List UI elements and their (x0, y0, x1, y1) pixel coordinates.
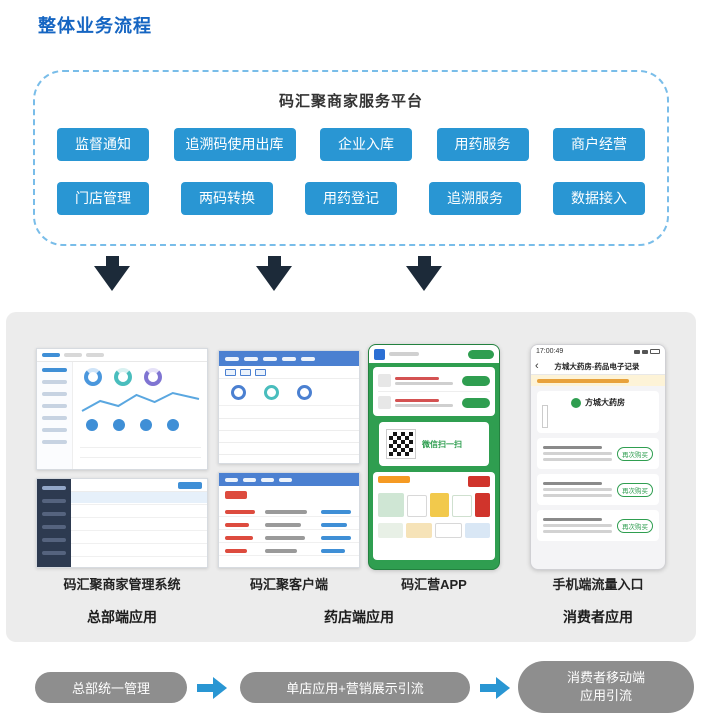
platform-service-box: 码汇聚商家服务平台 监督通知 追溯码使用出库 企业入库 用药服务 商户经营 门店… (33, 70, 669, 246)
notice-banner (531, 375, 665, 386)
flow-step-store-marketing: 单店应用+营销展示引流 (240, 672, 470, 703)
applications-panel: 微信扫一扫 17:00:49 ‹ (6, 312, 696, 642)
group-label-hq: 总部端应用 (87, 609, 157, 625)
thumb-topbar (37, 349, 207, 362)
product-image (378, 374, 391, 387)
screenshot-mahuiying-app: 微信扫一扫 (368, 344, 500, 570)
thumb-icon-row (80, 419, 201, 431)
screenshot-consumer-phone: 17:00:49 ‹ 方城大药房-药品电子记录 方城大药房 再次购买 (530, 344, 666, 570)
record-card: 再次购买 (537, 474, 659, 505)
thumb-dark-sidebar (37, 479, 71, 567)
phone-page-title: 方城大药房-药品电子记录 (554, 361, 640, 371)
thumb-data-table (219, 407, 359, 463)
right-arrow-icon (480, 677, 512, 699)
platform-chip-enterprise-inbound: 企业入库 (320, 128, 412, 161)
wifi-icon (642, 349, 648, 354)
screenshot-client-list (218, 472, 360, 568)
screenshot-admin-table (36, 478, 208, 568)
down-arrow-icon (406, 256, 442, 291)
caption-admin-system: 码汇聚商家管理系统 (63, 577, 181, 592)
platform-chip-supervision-notice: 监督通知 (57, 128, 149, 161)
platform-chip-data-access: 数据接入 (553, 182, 645, 215)
group-label-pharmacy: 药店端应用 (324, 609, 394, 625)
page-title: 整体业务流程 (38, 16, 152, 36)
platform-chip-trace-code-outbound: 追溯码使用出库 (173, 128, 296, 161)
caption-app: 码汇营APP (401, 577, 467, 592)
qr-code-icon (542, 405, 548, 428)
buy-again-button: 再次购买 (617, 518, 653, 533)
voucher-button (462, 375, 490, 386)
flow-step-line1: 消费者移动端 (566, 669, 645, 685)
record-card: 再次购买 (537, 510, 659, 541)
product-row (378, 391, 490, 413)
down-arrow-icon (94, 256, 130, 291)
product-row (378, 370, 490, 391)
store-card: 方城大药房 (537, 391, 659, 433)
signal-icon (634, 349, 640, 354)
flow-step-line2: 应用引流 (579, 688, 632, 703)
thumb-toolbar (71, 479, 207, 492)
platform-chip-medication-service: 用药服务 (436, 128, 529, 161)
flow-step-hq-management: 总部统一管理 (35, 672, 187, 703)
thumb-stats-row (219, 379, 359, 406)
record-card: 再次购买 (537, 438, 659, 469)
qr-caption: 微信扫一扫 (422, 439, 462, 449)
thumb-blue-navbar (219, 351, 359, 366)
app-qr-card: 微信扫一扫 (379, 422, 489, 466)
group-label-consumer: 消费者应用 (563, 609, 633, 625)
platform-chip-merchant-operation: 商户经营 (553, 128, 645, 161)
store-logo-icon (571, 397, 581, 408)
app-product-list (373, 367, 495, 416)
qr-code-icon (386, 429, 416, 459)
status-icons (634, 349, 660, 354)
caption-client: 码汇聚客户端 (249, 577, 328, 592)
thumb-red-button (225, 491, 247, 499)
platform-chip-store-management: 门店管理 (57, 182, 149, 215)
back-icon: ‹ (535, 359, 539, 372)
battery-icon (650, 349, 660, 354)
product-image (378, 396, 391, 409)
platform-row-1: 监督通知 追溯码使用出库 企业入库 用药服务 商户经营 (35, 128, 667, 161)
thumb-blue-navbar (219, 473, 359, 486)
thumb-sidebar (37, 362, 73, 469)
line-chart-icon (81, 391, 200, 412)
buy-again-button: 再次购买 (617, 482, 653, 497)
phone-nav-bar: ‹ 方城大药房-药品电子记录 (531, 358, 665, 375)
thumb-list-rows (219, 504, 359, 567)
voucher-button (462, 397, 490, 408)
app-header-button (468, 349, 494, 359)
platform-chip-trace-service: 追溯服务 (429, 182, 521, 215)
app-header (369, 345, 499, 363)
platform-chip-medication-registration: 用药登记 (305, 182, 397, 215)
flow-step-consumer-mobile: 消费者移动端 应用引流 (518, 661, 694, 713)
app-logo-icon (374, 348, 385, 360)
app-shelf-card (373, 472, 495, 560)
shelf-products (378, 523, 490, 538)
screenshot-admin-dashboard (36, 348, 208, 470)
status-time: 17:00:49 (536, 348, 564, 355)
buy-again-button: 再次购买 (617, 446, 653, 461)
screenshot-client-dashboard (218, 350, 360, 464)
store-name: 方城大药房 (585, 398, 625, 407)
thumb-toolbar (219, 366, 359, 379)
platform-row-2: 门店管理 两码转换 用药登记 追溯服务 数据接入 (35, 182, 667, 215)
right-arrow-icon (197, 677, 229, 699)
shelf-products (378, 493, 491, 517)
caption-mobile-entry: 手机端流量入口 (552, 577, 644, 592)
down-arrow-icon (256, 256, 292, 291)
platform-chip-two-code-conversion: 两码转换 (181, 182, 273, 215)
thumb-data-table (71, 492, 207, 567)
phone-status-bar: 17:00:49 (531, 345, 665, 358)
series-tag (378, 476, 410, 483)
platform-title: 码汇聚商家服务平台 (278, 93, 423, 110)
thumb-charts-area (74, 362, 207, 469)
brand-tag (468, 476, 490, 487)
